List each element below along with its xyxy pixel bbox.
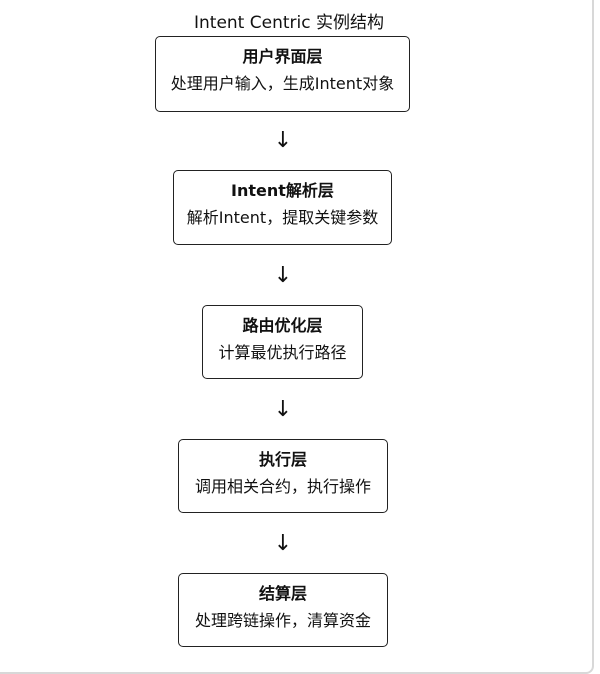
layer-description: 处理用户输入，生成Intent对象 xyxy=(170,74,395,93)
layer-name: 执行层 xyxy=(258,450,307,469)
layer-box-settlement: 结算层 处理跨链操作，清算资金 xyxy=(178,573,388,647)
down-arrow-icon: ↓ xyxy=(273,128,293,153)
layer-box-execution: 执行层 调用相关合约，执行操作 xyxy=(178,439,388,513)
down-arrow-icon: ↓ xyxy=(273,531,293,556)
layer-box-user-interface: 用户界面层 处理用户输入，生成Intent对象 xyxy=(155,36,410,112)
layer-box-routing-optimization: 路由优化层 计算最优执行路径 xyxy=(202,305,363,379)
layer-description: 计算最优执行路径 xyxy=(218,343,347,362)
layer-box-intent-parsing: Intent解析层 解析Intent，提取关键参数 xyxy=(173,170,392,245)
layer-description: 调用相关合约，执行操作 xyxy=(194,477,371,496)
layer-name: Intent解析层 xyxy=(231,181,334,200)
layer-name: 用户界面层 xyxy=(242,47,323,66)
down-arrow-icon: ↓ xyxy=(273,263,293,288)
diagram-title: Intent Centric 实例结构 xyxy=(194,13,384,33)
layer-name: 路由优化层 xyxy=(242,316,323,335)
layer-description: 处理跨链操作，清算资金 xyxy=(194,611,371,630)
layer-name: 结算层 xyxy=(258,584,307,603)
down-arrow-icon: ↓ xyxy=(273,397,293,422)
layer-description: 解析Intent，提取关键参数 xyxy=(186,208,379,227)
